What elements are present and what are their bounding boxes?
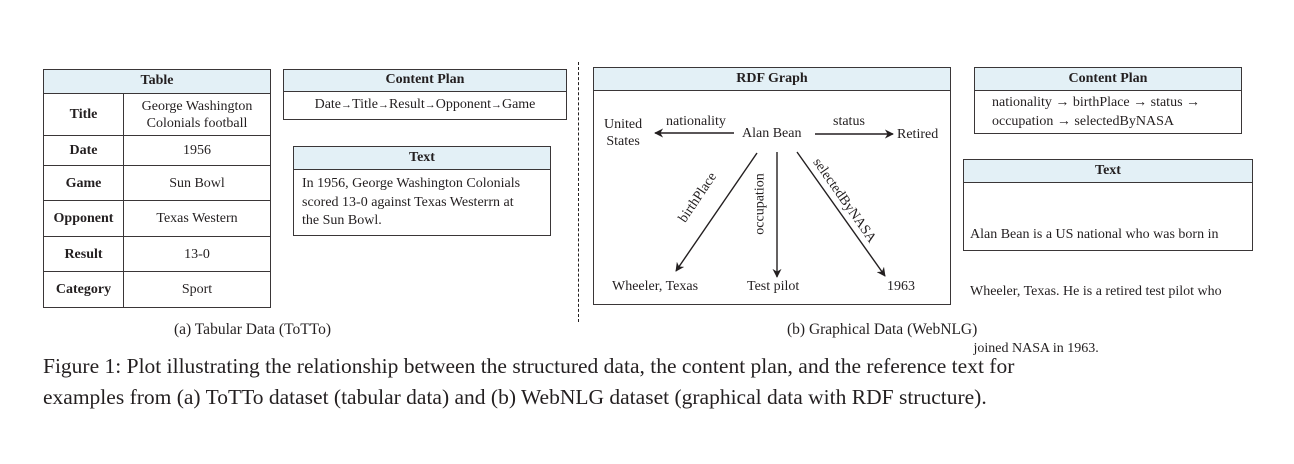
text-line: joined NASA in 1963. [970, 341, 1099, 356]
table-row: Date 1956 [43, 135, 271, 166]
plan-step: Title [352, 97, 378, 112]
text-line: the Sun Bowl. [302, 213, 382, 228]
arrow-right-icon: → [490, 99, 502, 111]
edge-label-nationality: nationality [666, 114, 726, 129]
table-row: Opponent Texas Western [43, 200, 271, 237]
content-plan-b-sequence: nationality → birthPlace → status → occu… [975, 91, 1241, 131]
row-key: Opponent [43, 200, 124, 237]
content-plan-a-sequence: Date→Title→Result→Opponent→Game [284, 92, 566, 118]
caption-line: Figure 1: Plot illustrating the relation… [43, 354, 1015, 378]
node-retired: Retired [897, 127, 939, 142]
node-united-states: United States [604, 116, 642, 150]
row-key: Category [43, 271, 124, 308]
edge-label-status: status [833, 114, 865, 129]
plan-step: Game [501, 97, 536, 112]
rdf-graph-header: RDF Graph [594, 68, 950, 91]
plan-step: Opponent [435, 97, 491, 112]
node-1963: 1963 [887, 279, 915, 294]
table-row: Result 13-0 [43, 236, 271, 272]
row-value: 1956 [123, 135, 271, 166]
edge-selectedbynasa-arrow [796, 151, 886, 277]
subcaption-a: (a) Tabular Data (ToTTo) [174, 321, 331, 338]
edge-birthplace-arrow [675, 152, 758, 272]
row-value: Texas Western [123, 200, 271, 237]
plan-line: nationality → birthPlace → status → [992, 95, 1201, 110]
text-line: Wheeler, Texas. He is a retired test pil… [970, 284, 1222, 299]
arrow-right-icon: → [424, 99, 436, 111]
content-plan-b-header: Content Plan [975, 68, 1241, 91]
arrow-right-icon: → [377, 99, 389, 111]
caption-line: examples from (a) ToTTo dataset (tabular… [43, 385, 987, 409]
node-center: Alan Bean [742, 126, 802, 141]
text-line: In 1956, George Washington Colonials [302, 176, 521, 191]
table-row: Category Sport [43, 271, 271, 308]
panel-divider [578, 62, 579, 322]
row-value-line: Colonials football [146, 115, 248, 131]
plan-line: occupation → selectedByNASA [992, 114, 1174, 129]
reference-text-a: Text In 1956, George Washington Colonial… [293, 146, 551, 236]
row-value-line: George Washington [141, 98, 253, 114]
content-plan-b: Content Plan nationality → birthPlace → … [974, 67, 1242, 134]
edge-label-occupation: occupation [752, 173, 768, 235]
rdf-graph: RDF Graph [593, 67, 951, 305]
reference-text-a-body: In 1956, George Washington Colonials sco… [294, 170, 550, 231]
source-table-grid: Title George Washington Colonials footba… [43, 93, 271, 308]
reference-text-a-header: Text [294, 147, 550, 170]
table-row: Game Sun Bowl [43, 165, 271, 201]
content-plan-a: Content Plan Date→Title→Result→Opponent→… [283, 69, 567, 120]
reference-text-b-body: Alan Bean is a US national who was born … [964, 183, 1252, 396]
row-value: George Washington Colonials football [123, 93, 271, 136]
text-line: Alan Bean is a US national who was born … [970, 227, 1219, 242]
reference-text-b: Text Alan Bean is a US national who was … [963, 159, 1253, 356]
arrow-right-icon: → [341, 99, 353, 111]
row-value: Sport [123, 271, 271, 308]
node-wheeler-texas: Wheeler, Texas [612, 279, 699, 294]
row-key: Date [43, 135, 124, 166]
node-line: United [604, 117, 643, 132]
subcaption-b: (b) Graphical Data (WebNLG) [787, 321, 978, 338]
row-key: Game [43, 165, 124, 201]
reference-text-b-header: Text [964, 160, 1252, 183]
node-line: States [606, 134, 640, 149]
row-value: Sun Bowl [123, 165, 271, 201]
node-test-pilot: Test pilot [747, 279, 800, 294]
table-row: Title George Washington Colonials footba… [43, 93, 271, 136]
figure-caption: Figure 1: Plot illustrating the relation… [43, 351, 1263, 413]
source-table-header: Table [44, 70, 270, 94]
row-value: 13-0 [123, 236, 271, 272]
source-table: Table Title George Washington Colonials … [43, 69, 271, 308]
text-line: scored 13-0 against Texas Westerrn at [302, 194, 514, 210]
plan-step: Result [388, 97, 425, 112]
content-plan-a-header: Content Plan [284, 70, 566, 92]
plan-step: Date [314, 97, 342, 112]
